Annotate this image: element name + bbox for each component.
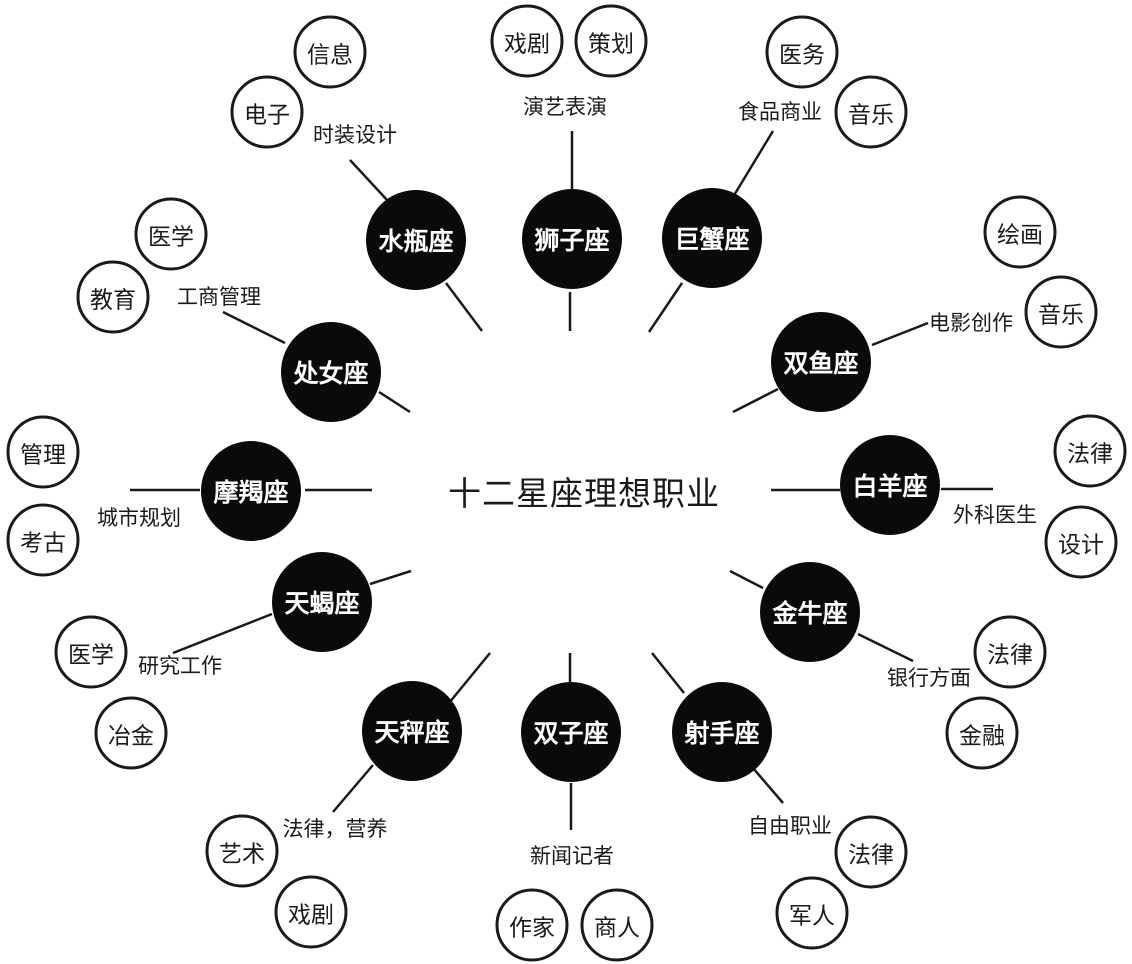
satellite-pisces-1[interactable]: 绘画 bbox=[983, 195, 1057, 269]
branch-scorpio-inward bbox=[369, 569, 412, 586]
zodiac-node-cancer[interactable]: 巨蟹座 bbox=[662, 188, 762, 288]
branch-virgo-inward bbox=[378, 390, 411, 414]
zodiac-node-aquarius[interactable]: 水瓶座 bbox=[366, 190, 466, 290]
zodiac-node-scorpio[interactable]: 天蝎座 bbox=[272, 552, 372, 652]
branch-pisces-inward bbox=[732, 387, 779, 414]
satellite-capricorn-1[interactable]: 管理 bbox=[6, 415, 80, 489]
career-label-pisces[interactable]: 电影创作 bbox=[929, 312, 1013, 335]
satellite-libra-1[interactable]: 艺术 bbox=[205, 814, 279, 888]
career-label-scorpio[interactable]: 研究工作 bbox=[138, 655, 222, 678]
satellite-sagittarius-1[interactable]: 法律 bbox=[834, 815, 908, 889]
satellite-leo-2[interactable]: 策划 bbox=[574, 4, 648, 78]
branch-pisces-outward bbox=[871, 321, 929, 347]
central-topic[interactable]: 十二星座理想职业 bbox=[448, 475, 720, 512]
career-label-taurus[interactable]: 银行方面 bbox=[887, 667, 971, 690]
branch-virgo-outward bbox=[222, 310, 286, 345]
satellite-pisces-2[interactable]: 音乐 bbox=[1024, 275, 1098, 349]
branch-cancer-outward bbox=[731, 130, 775, 198]
branch-taurus-outward bbox=[857, 632, 914, 663]
satellite-capricorn-2[interactable]: 考古 bbox=[6, 503, 80, 577]
satellite-scorpio-2[interactable]: 冶金 bbox=[94, 696, 168, 770]
branch-sagittarius-inward bbox=[651, 652, 685, 694]
career-label-aquarius[interactable]: 时装设计 bbox=[313, 124, 397, 147]
career-label-capricorn[interactable]: 城市规划 bbox=[97, 507, 181, 530]
satellite-cancer-1[interactable]: 医务 bbox=[765, 15, 839, 89]
satellite-aries-1[interactable]: 法律 bbox=[1053, 414, 1127, 488]
satellite-aries-2[interactable]: 设计 bbox=[1044, 505, 1118, 579]
zodiac-node-gemini[interactable]: 双子座 bbox=[521, 682, 621, 782]
satellite-scorpio-1[interactable]: 医学 bbox=[54, 615, 128, 689]
zodiac-node-libra[interactable]: 天秤座 bbox=[362, 681, 462, 781]
career-label-libra[interactable]: 法律，营养 bbox=[282, 818, 388, 841]
zodiac-node-leo[interactable]: 狮子座 bbox=[522, 189, 622, 289]
satellite-taurus-1[interactable]: 法律 bbox=[973, 615, 1047, 689]
satellite-leo-1[interactable]: 戏剧 bbox=[490, 4, 564, 78]
branch-libra-inward bbox=[448, 652, 491, 704]
satellite-aquarius-1[interactable]: 电子 bbox=[230, 75, 304, 149]
zodiac-node-capricorn[interactable]: 摩羯座 bbox=[201, 441, 301, 541]
satellite-aquarius-2[interactable]: 信息 bbox=[293, 15, 367, 89]
branch-libra-outward bbox=[332, 764, 374, 813]
branch-aquarius-outward bbox=[349, 159, 388, 201]
branch-sagittarius-outward bbox=[752, 767, 784, 804]
career-label-virgo[interactable]: 工商管理 bbox=[177, 286, 261, 309]
satellite-taurus-2[interactable]: 金融 bbox=[945, 696, 1019, 770]
satellite-virgo-1[interactable]: 医学 bbox=[134, 197, 208, 271]
career-label-sagittarius[interactable]: 自由职业 bbox=[748, 815, 832, 838]
branch-taurus-inward bbox=[729, 569, 764, 590]
career-label-aries[interactable]: 外科医生 bbox=[953, 504, 1037, 527]
career-label-gemini[interactable]: 新闻记者 bbox=[530, 845, 614, 868]
zodiac-node-taurus[interactable]: 金牛座 bbox=[760, 562, 860, 662]
satellite-libra-2[interactable]: 戏剧 bbox=[274, 875, 348, 949]
satellite-gemini-2[interactable]: 商人 bbox=[580, 888, 654, 962]
zodiac-node-aries[interactable]: 白羊座 bbox=[840, 435, 940, 535]
zodiac-node-pisces[interactable]: 双鱼座 bbox=[771, 312, 871, 412]
career-label-leo[interactable]: 演艺表演 bbox=[523, 96, 607, 119]
zodiac-node-virgo[interactable]: 处女座 bbox=[281, 322, 381, 422]
satellite-cancer-2[interactable]: 音乐 bbox=[834, 75, 908, 149]
satellite-sagittarius-2[interactable]: 军人 bbox=[775, 876, 849, 950]
career-label-cancer[interactable]: 食品商业 bbox=[738, 101, 822, 124]
satellite-gemini-1[interactable]: 作家 bbox=[495, 888, 569, 962]
branch-aquarius-inward bbox=[445, 282, 483, 332]
zodiac-node-sagittarius[interactable]: 射手座 bbox=[672, 682, 772, 782]
branch-cancer-inward bbox=[647, 282, 684, 333]
satellite-virgo-2[interactable]: 教育 bbox=[76, 260, 150, 334]
branch-scorpio-outward bbox=[172, 612, 273, 655]
